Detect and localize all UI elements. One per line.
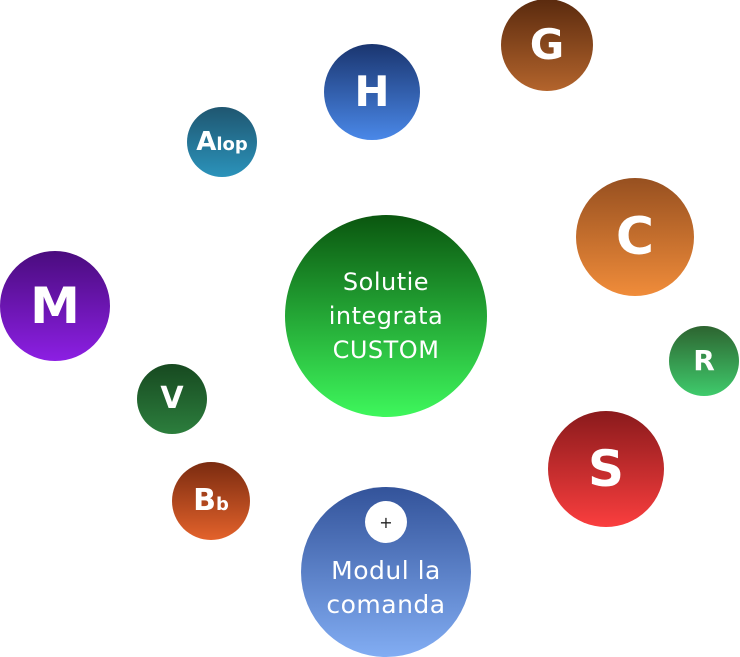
node-label: C [615, 207, 655, 267]
node-b[interactable]: Bb [172, 462, 250, 540]
node-sublabel: lop [216, 134, 248, 155]
center-line-1: Solutie [342, 268, 430, 296]
center-line-3: CUSTOM [332, 336, 440, 364]
node-label: M [30, 277, 80, 335]
node-label: B [193, 483, 216, 518]
node-r[interactable]: R [669, 326, 739, 396]
node-h[interactable]: H [324, 44, 420, 140]
node-s[interactable]: S [548, 411, 664, 527]
node-g[interactable]: G [501, 0, 593, 91]
custom-line-2: comanda [326, 590, 446, 619]
node-label: A [196, 127, 217, 157]
node-label: H [354, 67, 390, 116]
plus-icon: + [379, 512, 393, 532]
node-label: R [693, 344, 715, 377]
node-m[interactable]: M [0, 251, 110, 361]
add-module-button[interactable]: + [365, 501, 407, 543]
center-line-2: integrata [328, 302, 444, 330]
node-c[interactable]: C [576, 178, 694, 296]
node-label: V [160, 381, 184, 416]
node-label: G [529, 20, 565, 69]
node-label: S [587, 440, 624, 498]
node-v[interactable]: V [137, 364, 207, 434]
node-sublabel: b [215, 494, 229, 515]
custom-line-1: Modul la [331, 556, 441, 585]
node-alop[interactable]: Alop [187, 107, 257, 177]
